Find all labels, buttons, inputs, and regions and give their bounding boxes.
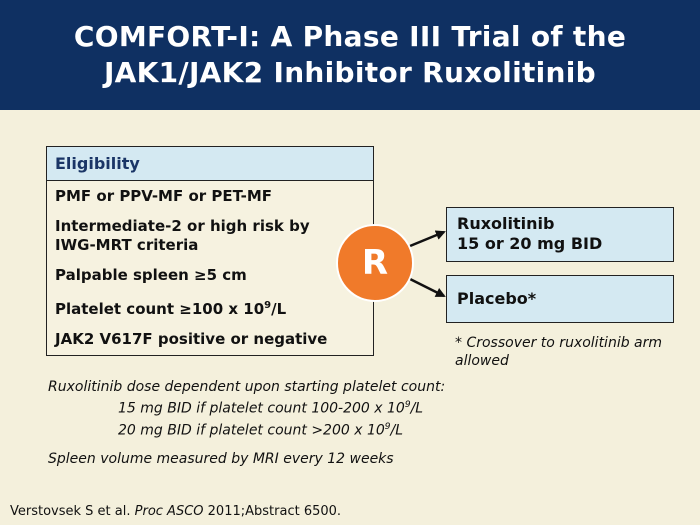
platelet-exponent: 9 <box>264 300 272 311</box>
eligibility-item: Palpable spleen ≥5 cm <box>55 266 247 284</box>
arrow-to-ruxolitinib <box>409 230 446 248</box>
arm-placebo: Placebo* <box>446 275 674 323</box>
eligibility-item: PMF or PPV-MF or PET-MF <box>55 187 273 205</box>
title-line-2: JAK1/JAK2 Inhibitor Ruxolitinib <box>103 56 597 89</box>
arrow-to-placebo <box>409 277 446 298</box>
citation-authors: Verstovsek S et al. <box>10 504 135 519</box>
dosing-note: Ruxolitinib dose dependent upon starting… <box>48 378 668 439</box>
arm-ruxolitinib-dose: 15 or 20 mg BID <box>457 234 603 253</box>
eligibility-heading: Eligibility <box>47 147 373 181</box>
eligibility-box: Eligibility PMF or PPV-MF or PET-MF Inte… <box>46 146 374 356</box>
dosing-intro: Ruxolitinib dose dependent upon starting… <box>48 379 446 395</box>
dosing-line-1-text: 15 mg BID if platelet count 100-200 x 10 <box>118 400 405 417</box>
dosing-line-2-unit: /L <box>390 422 404 439</box>
dosing-line-2: 20 mg BID if platelet count >200 x 109/L <box>48 418 668 440</box>
eligibility-item: Platelet count ≥100 x 109/L <box>55 296 373 319</box>
dosing-line-1-exponent: 9 <box>404 400 411 410</box>
dosing-line-1: 15 mg BID if platelet count 100-200 x 10… <box>48 396 668 418</box>
crossover-note: * Crossover to ruxolitinib arm allowed <box>455 335 663 369</box>
platelet-unit: /L <box>271 300 287 318</box>
citation-journal: Proc ASCO <box>134 504 204 519</box>
eligibility-item: Intermediate-2 or high risk by IWG-MRT c… <box>55 217 310 254</box>
citation-details: 2011;Abstract 6500. <box>203 504 342 519</box>
arm-ruxolitinib-name: Ruxolitinib <box>457 214 555 233</box>
spleen-note: Spleen volume measured by MRI every 12 w… <box>48 451 394 467</box>
arm-ruxolitinib: Ruxolitinib 15 or 20 mg BID <box>446 207 674 262</box>
arm-placebo-name: Placebo* <box>457 289 537 308</box>
title-banner: COMFORT-I: A Phase III Trial of the JAK1… <box>0 0 700 110</box>
citation: Verstovsek S et al. Proc ASCO 2011;Abstr… <box>10 504 341 519</box>
dosing-line-2-exponent: 9 <box>384 421 391 432</box>
randomization-circle: R <box>336 224 414 302</box>
dosing-line-1-unit: /L <box>410 400 424 417</box>
eligibility-item: JAK2 V617F positive or negative <box>55 330 328 348</box>
dosing-line-2-text: 20 mg BID if platelet count >200 x 10 <box>118 422 385 439</box>
eligibility-list: PMF or PPV-MF or PET-MF Intermediate-2 o… <box>47 181 373 349</box>
platelet-text: Platelet count ≥100 x 10 <box>55 300 265 318</box>
title-line-1: COMFORT-I: A Phase III Trial of the <box>73 20 627 53</box>
